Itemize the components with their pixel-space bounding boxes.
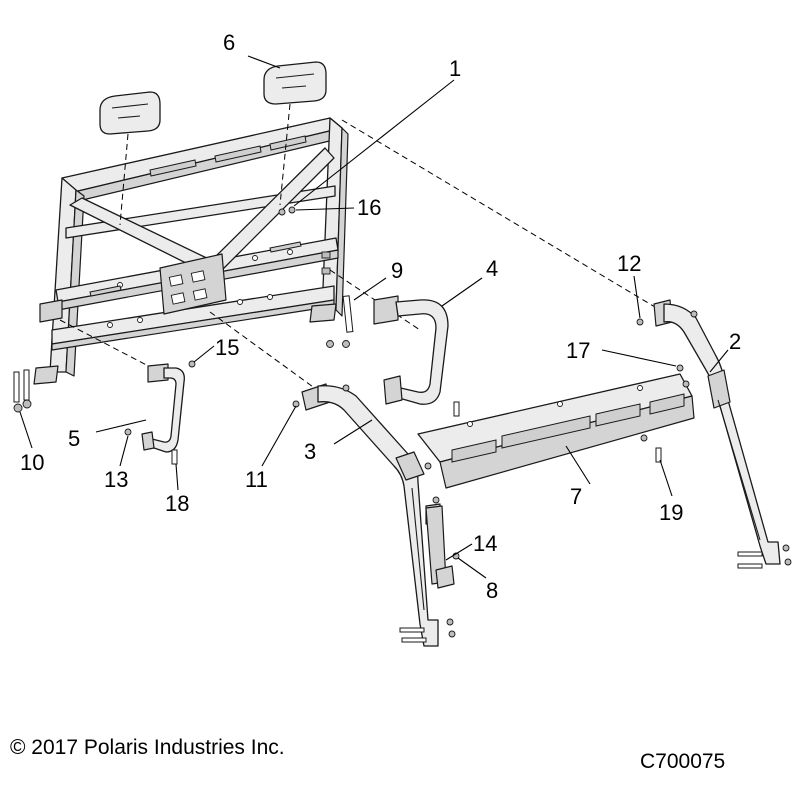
- callout-14: 14: [473, 531, 497, 556]
- alignment-line: [279, 103, 291, 206]
- hardware-fasteners: [13, 206, 792, 643]
- part-6-headrests: [99, 61, 327, 135]
- alignment-line: [209, 311, 321, 393]
- callout-8: 8: [486, 578, 498, 603]
- callout-1: 1: [449, 56, 461, 81]
- callout-10: 10: [20, 450, 44, 475]
- alignment-line: [119, 133, 129, 226]
- part-1-rear-frame: [33, 117, 349, 385]
- part-8-brace: [425, 505, 455, 589]
- callout-19: 19: [659, 500, 683, 525]
- callout-2: 2: [729, 329, 741, 354]
- figure-id: C700075: [640, 750, 726, 773]
- callout-9: 9: [391, 258, 403, 283]
- part-7-rear-panel: [417, 373, 695, 489]
- part-3-left-post: [301, 383, 441, 647]
- callout-6: 6: [223, 30, 235, 55]
- callout-labels: 1 2 3 4 5 6 7 8 9 10 11 12 13 14 15 16 1…: [20, 30, 741, 603]
- alignment-line: [59, 319, 161, 373]
- callout-18: 18: [165, 491, 189, 516]
- callout-13: 13: [104, 467, 128, 492]
- callout-12: 12: [617, 251, 641, 276]
- callout-17: 17: [566, 338, 590, 363]
- part-5-side-handle: [141, 363, 185, 453]
- callout-15: 15: [215, 335, 239, 360]
- callout-11: 11: [245, 467, 268, 492]
- alignment-line: [341, 119, 661, 311]
- copyright-notice: © 2017 Polaris Industries Inc.: [10, 736, 285, 759]
- callout-7: 7: [570, 484, 582, 509]
- leader-lines: [19, 55, 729, 579]
- callout-5: 5: [68, 426, 80, 451]
- part-4-grab-handle: [373, 295, 449, 405]
- callout-3: 3: [304, 439, 316, 464]
- callout-4: 4: [486, 256, 498, 281]
- callout-16: 16: [357, 195, 381, 220]
